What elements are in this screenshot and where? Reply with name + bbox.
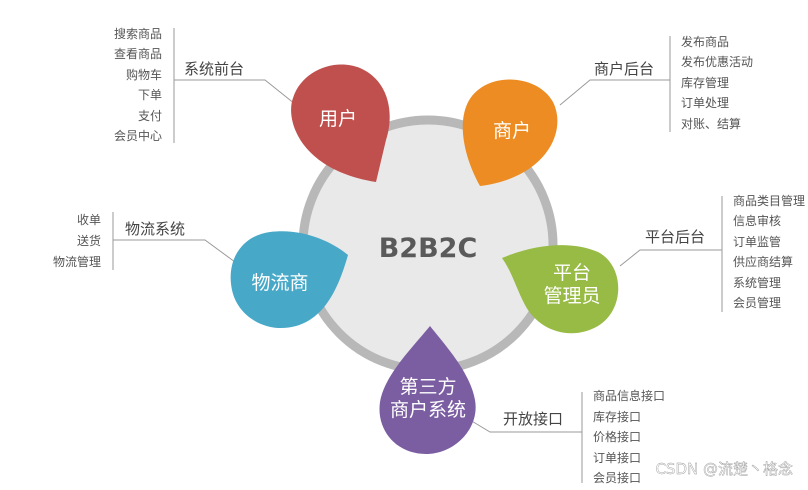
thirdparty-item: 价格接口 xyxy=(593,429,641,444)
merchant-item: 订单处理 xyxy=(681,96,729,110)
admin-item: 供应商结算 xyxy=(733,254,793,269)
merchant-item: 库存管理 xyxy=(681,75,729,90)
thirdparty-node: 第三方 商户系统 xyxy=(379,326,476,454)
merchant-item: 发布优惠活动 xyxy=(681,54,753,69)
thirdparty-label-line2: 商户系统 xyxy=(390,399,466,421)
merchant-item: 对账、结算 xyxy=(681,116,741,131)
logistics-drop xyxy=(230,231,348,329)
admin-item: 订单监管 xyxy=(733,234,781,249)
logistics-item: 物流管理 xyxy=(53,254,101,269)
connector-lines xyxy=(112,28,723,483)
user-item: 查看商品 xyxy=(114,46,162,61)
admin-label-line2: 管理员 xyxy=(543,285,600,307)
logistics-item: 送货 xyxy=(77,233,101,248)
user-drop xyxy=(291,64,390,182)
thirdparty-label-line1: 第三方 xyxy=(399,376,456,398)
logistics-system-label: 物流系统 xyxy=(125,220,185,238)
logistics-node: 物流商 xyxy=(230,231,348,329)
merchant-drop xyxy=(462,79,558,186)
admin-item: 商品类目管理 xyxy=(733,193,805,208)
admin-items: 商品类目管理 信息审核 订单监管 供应商结算 系统管理 会员管理 xyxy=(733,193,805,310)
admin-node: 平台 管理员 xyxy=(502,245,619,334)
watermark-text: CSDN @流楚丶格念 xyxy=(655,460,793,478)
user-items: 搜索商品 查看商品 购物车 下单 支付 会员中心 xyxy=(114,26,162,143)
user-item: 会员中心 xyxy=(114,128,162,143)
user-item: 购物车 xyxy=(126,67,162,82)
merchant-item: 发布商品 xyxy=(681,34,729,49)
user-item: 搜索商品 xyxy=(114,26,162,41)
admin-system-label: 平台后台 xyxy=(645,228,705,246)
thirdparty-item: 会员接口 xyxy=(593,470,641,485)
user-system-label: 系统前台 xyxy=(184,60,244,78)
admin-label-line1: 平台 xyxy=(553,262,591,284)
logistics-label: 物流商 xyxy=(251,272,308,294)
center-title: B2B2C xyxy=(379,233,478,264)
logistics-item: 收单 xyxy=(77,213,101,227)
admin-item: 会员管理 xyxy=(733,295,781,310)
logistics-items: 收单 送货 物流管理 xyxy=(53,213,101,269)
thirdparty-item: 库存接口 xyxy=(593,409,641,424)
thirdparty-system-label: 开放接口 xyxy=(503,410,563,428)
admin-item: 系统管理 xyxy=(733,275,781,290)
thirdparty-items: 商品信息接口 库存接口 价格接口 订单接口 会员接口 xyxy=(593,388,665,485)
user-item: 支付 xyxy=(138,109,162,123)
thirdparty-item: 商品信息接口 xyxy=(593,388,665,403)
merchant-items: 发布商品 发布优惠活动 库存管理 订单处理 对账、结算 xyxy=(681,34,753,131)
user-item: 下单 xyxy=(138,88,162,102)
thirdparty-drop xyxy=(379,326,476,454)
user-label: 用户 xyxy=(319,108,357,130)
admin-drop xyxy=(502,245,619,334)
merchant-system-label: 商户后台 xyxy=(594,60,654,78)
merchant-label: 商户 xyxy=(493,120,531,142)
thirdparty-item: 订单接口 xyxy=(593,450,641,465)
admin-item: 信息审核 xyxy=(733,213,781,228)
merchant-node: 商户 xyxy=(462,79,558,186)
user-node: 用户 xyxy=(291,64,390,182)
